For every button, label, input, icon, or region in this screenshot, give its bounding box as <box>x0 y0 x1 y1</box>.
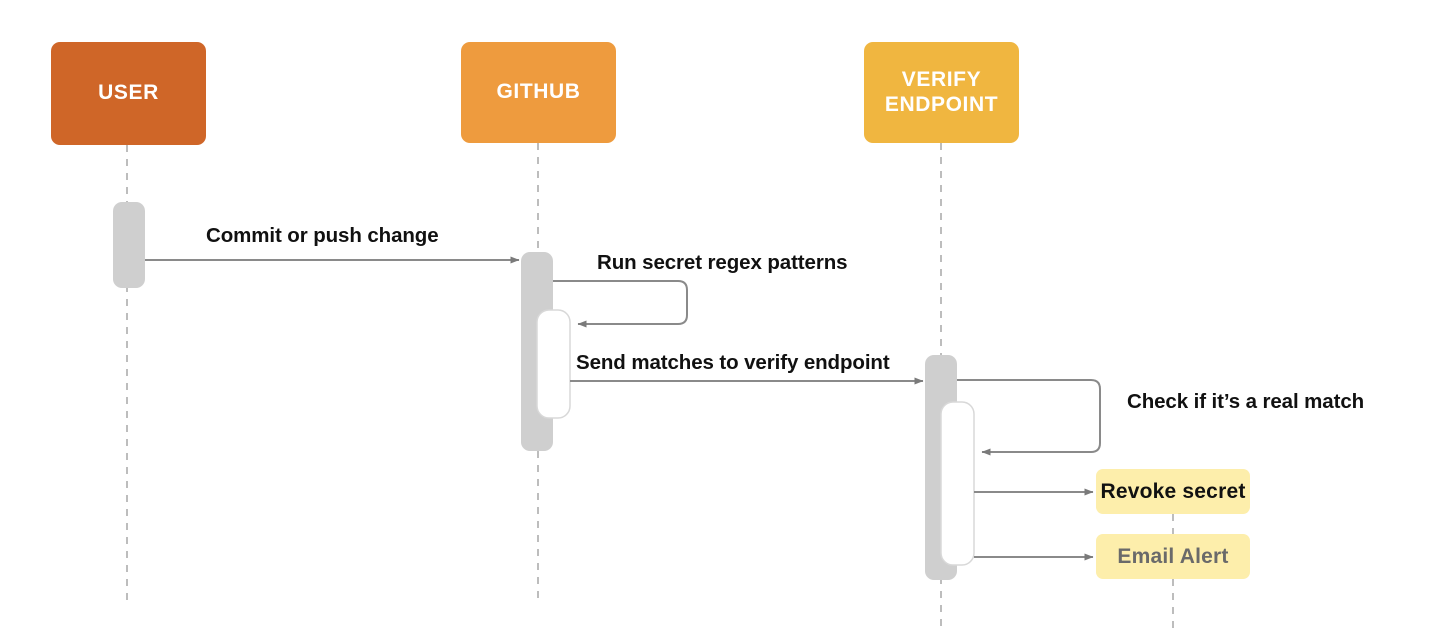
actor-label-user: USER <box>98 81 159 105</box>
message-label-commit-or-push: Commit or push change <box>206 224 439 247</box>
self-loop-run-secret-regex <box>553 280 688 328</box>
note-box-revoke-secret[interactable]: Revoke secret <box>1096 469 1250 514</box>
activation-verify-nested <box>940 401 975 566</box>
message-arrows <box>145 256 1094 561</box>
self-loop-check-real-match <box>957 379 1101 456</box>
actor-label-github: GITHUB <box>496 80 581 104</box>
lifelines <box>126 143 1174 628</box>
activation-github-nested <box>536 309 571 419</box>
message-label-send-matches: Send matches to verify endpoint <box>576 351 890 374</box>
activation-bars-nested <box>536 309 975 566</box>
note-label-email-alert: Email Alert <box>1117 544 1229 568</box>
note-box-email-alert[interactable]: Email Alert <box>1096 534 1250 579</box>
message-label-run-secret-regex: Run secret regex patterns <box>597 251 848 274</box>
actor-box-github[interactable]: GITHUB <box>461 42 616 143</box>
actor-box-verify-endpoint[interactable]: VERIFY ENDPOINT <box>864 42 1019 143</box>
actor-label-verify-endpoint: VERIFY ENDPOINT <box>884 67 999 116</box>
message-label-check-real-match: Check if it’s a real match <box>1127 390 1365 413</box>
note-label-revoke-secret: Revoke secret <box>1100 479 1246 503</box>
activation-user <box>113 202 145 288</box>
actor-box-user[interactable]: USER <box>51 42 206 145</box>
